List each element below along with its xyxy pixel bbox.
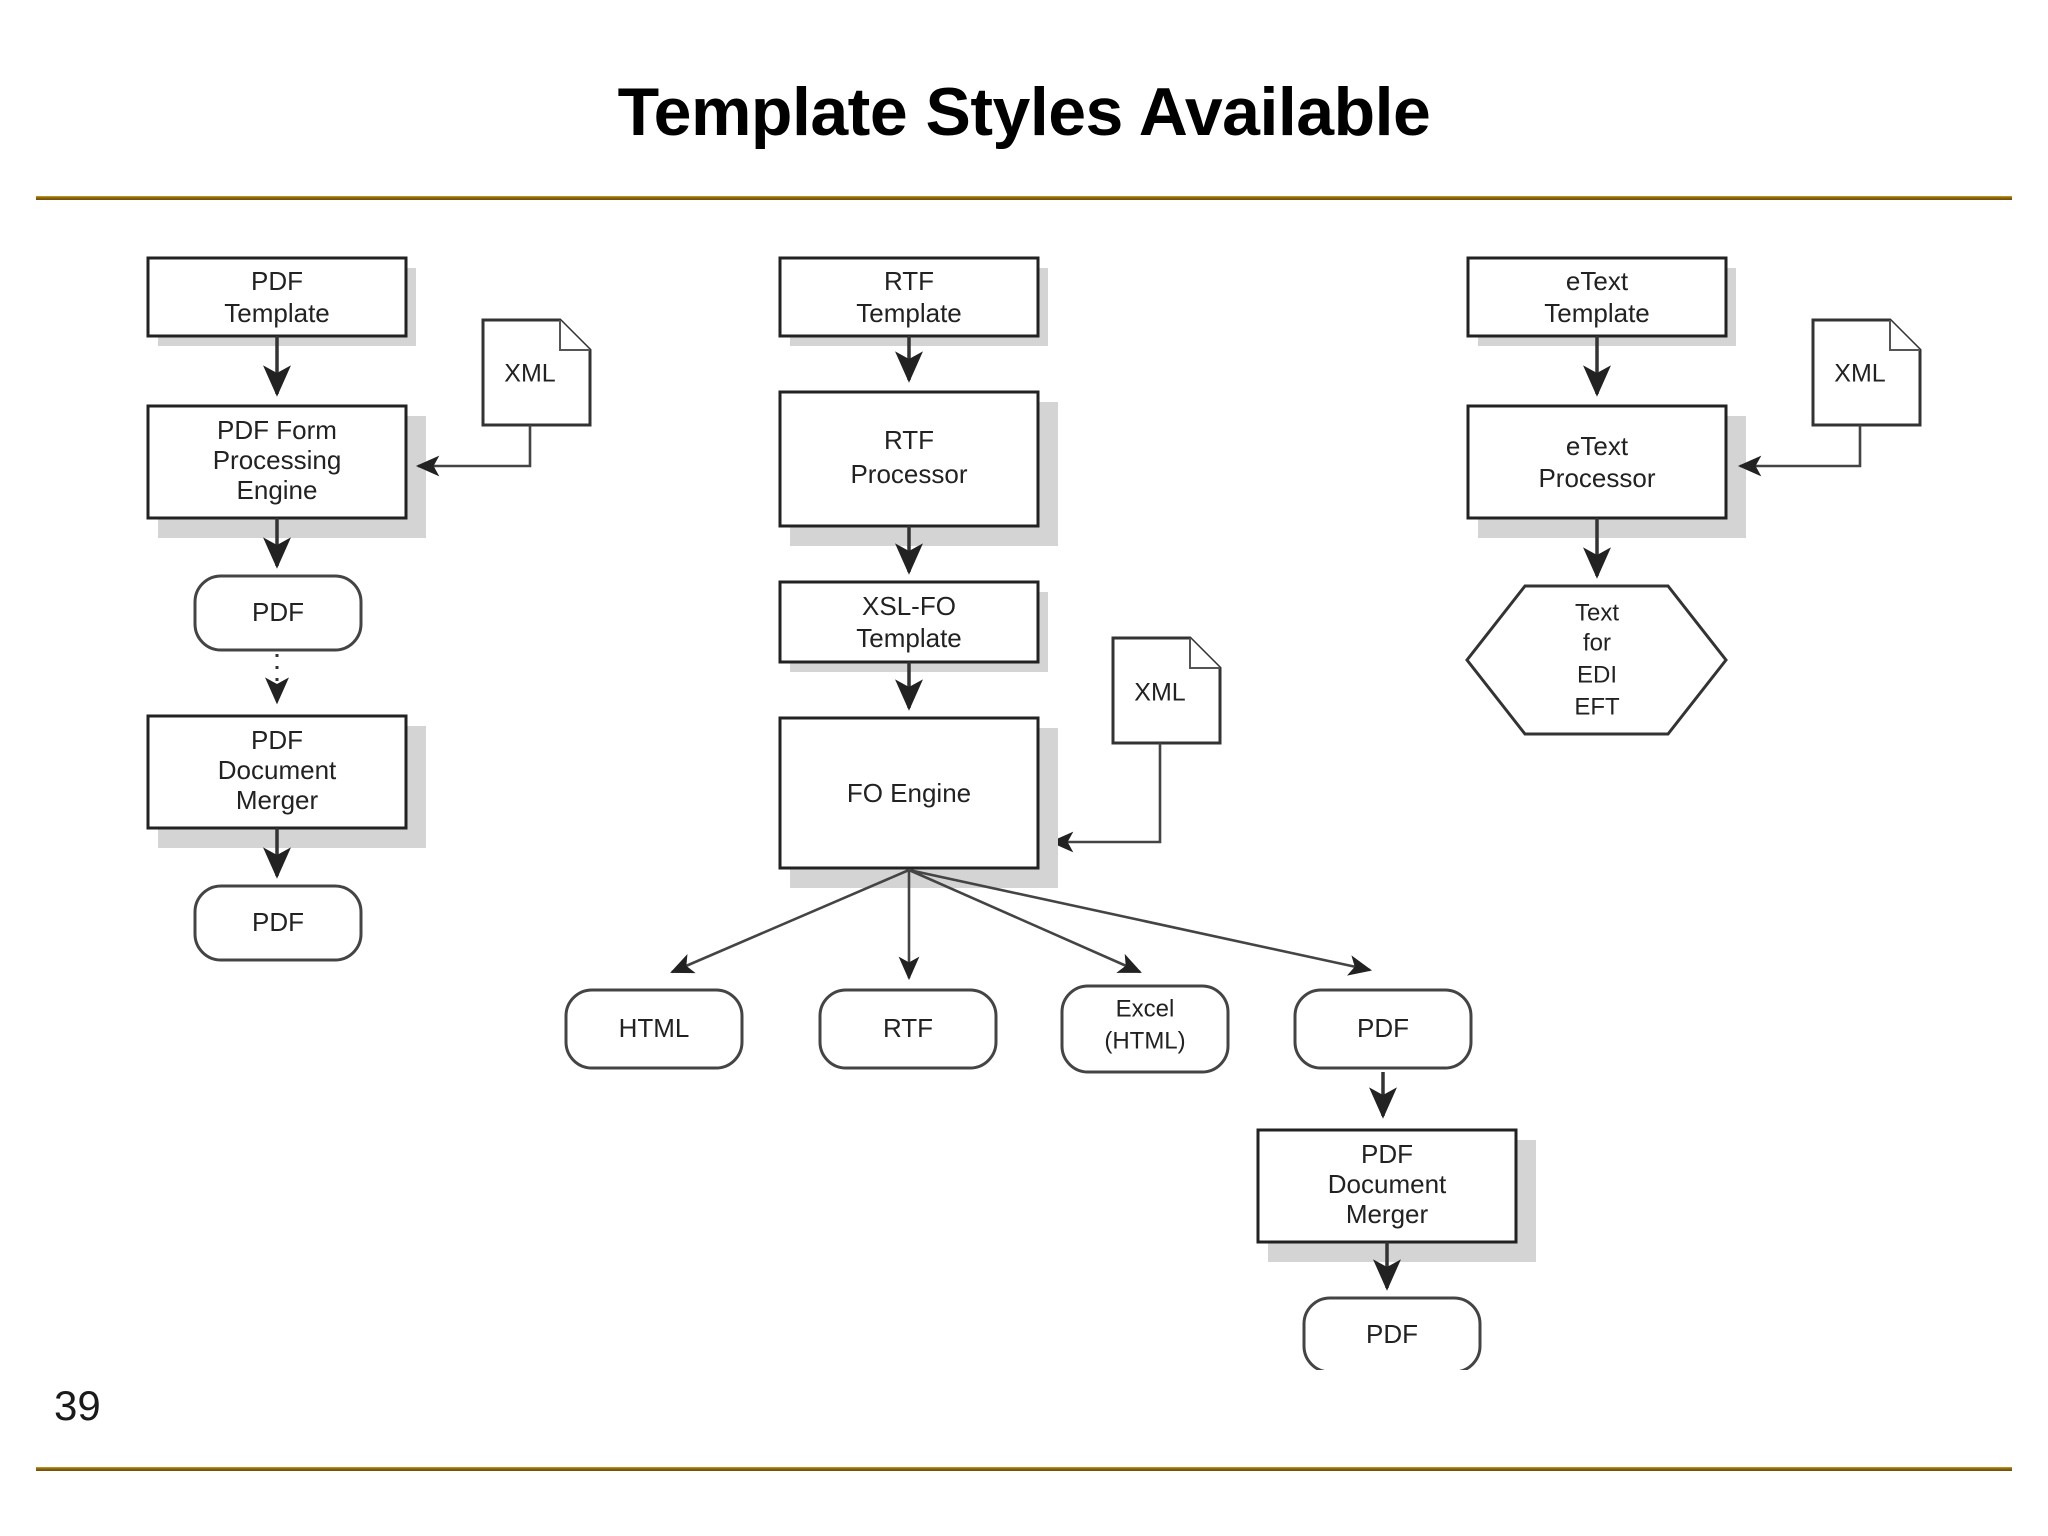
node-label: PDF [251, 266, 303, 296]
node-xml-input-pdf[interactable]: XML [481, 318, 592, 427]
node-label: PDF Form [217, 415, 337, 445]
node-label: Processor [850, 459, 967, 489]
node-label: PDF [1361, 1139, 1413, 1169]
template-styles-flowchart: PDF Template PDF Form Processing Engine … [0, 210, 2048, 1370]
node-label: Text [1575, 599, 1619, 626]
node-xml-input-fo[interactable]: XML [1111, 636, 1222, 745]
node-label: RTF [884, 266, 934, 296]
node-pdf-template[interactable]: PDF Template [146, 256, 416, 346]
node-output-html[interactable]: HTML [564, 988, 744, 1070]
node-label: PDF [251, 725, 303, 755]
node-label: PDF [252, 597, 304, 627]
node-label: Template [856, 298, 962, 328]
node-pdf-output-1[interactable]: PDF [193, 574, 363, 652]
node-label: Template [224, 298, 330, 328]
node-label: XML [504, 360, 556, 388]
edge-fo-to-excel [908, 868, 1142, 974]
node-etext-template[interactable]: eText Template [1466, 256, 1736, 346]
node-label: Merger [1346, 1199, 1429, 1229]
node-rtf-template[interactable]: RTF Template [778, 256, 1048, 346]
node-xml-input-etext[interactable]: XML [1811, 318, 1922, 427]
header-divider [36, 196, 2012, 200]
node-label: for [1583, 629, 1611, 656]
node-label: EFT [1574, 693, 1620, 720]
node-label: Merger [236, 785, 319, 815]
node-label: RTF [883, 1013, 933, 1043]
node-label: RTF [884, 425, 934, 455]
node-label: EDI [1577, 661, 1617, 688]
node-label: XSL-FO [862, 591, 956, 621]
node-label: (HTML) [1104, 1027, 1185, 1054]
edge-fo-to-html [670, 868, 910, 974]
node-label: Document [1328, 1169, 1447, 1199]
page-number: 39 [54, 1382, 101, 1429]
node-label: PDF [252, 907, 304, 937]
node-output-pdf[interactable]: PDF [1293, 988, 1473, 1070]
node-xslfo-template[interactable]: XSL-FO Template [778, 580, 1048, 672]
edge-xml-to-pdf-engine [415, 425, 532, 477]
edge-xml-to-etext-processor [1737, 425, 1862, 477]
node-label: Document [218, 755, 337, 785]
node-label: Processor [1538, 463, 1655, 493]
node-label: PDF [1357, 1013, 1409, 1043]
edge-xml-to-fo-engine [1049, 743, 1162, 853]
page-title: Template Styles Available [617, 74, 1431, 150]
node-rtf-processor[interactable]: RTF Processor [778, 390, 1058, 546]
node-label: Processing [213, 445, 342, 475]
node-label: Template [1544, 298, 1650, 328]
edge-fo-to-pdf [908, 868, 1373, 976]
node-fo-pdf-final-output[interactable]: PDF [1302, 1296, 1482, 1370]
node-label: FO Engine [847, 778, 971, 808]
node-output-rtf[interactable]: RTF [818, 988, 998, 1070]
node-label: XML [1834, 360, 1886, 388]
node-text-for-edi-eft[interactable]: Text for EDI EFT [1465, 584, 1728, 736]
node-fo-engine[interactable]: FO Engine [778, 716, 1058, 888]
node-etext-processor[interactable]: eText Processor [1466, 404, 1746, 538]
node-pdf-output-2[interactable]: PDF [193, 884, 363, 962]
node-output-excel[interactable]: Excel (HTML) [1060, 984, 1230, 1074]
node-label: HTML [619, 1013, 690, 1043]
node-label: eText [1566, 266, 1629, 296]
node-label: Excel [1116, 995, 1175, 1022]
node-pdf-form-processing-engine[interactable]: PDF Form Processing Engine [146, 404, 426, 538]
node-label: Template [856, 623, 962, 653]
node-label: eText [1566, 431, 1629, 461]
node-label: Engine [237, 475, 318, 505]
node-label: PDF [1366, 1319, 1418, 1349]
node-pdf-document-merger[interactable]: PDF Document Merger [146, 714, 426, 848]
node-label: XML [1134, 679, 1186, 707]
node-fo-pdf-document-merger[interactable]: PDF Document Merger [1256, 1128, 1536, 1262]
footer-divider [36, 1467, 2012, 1471]
